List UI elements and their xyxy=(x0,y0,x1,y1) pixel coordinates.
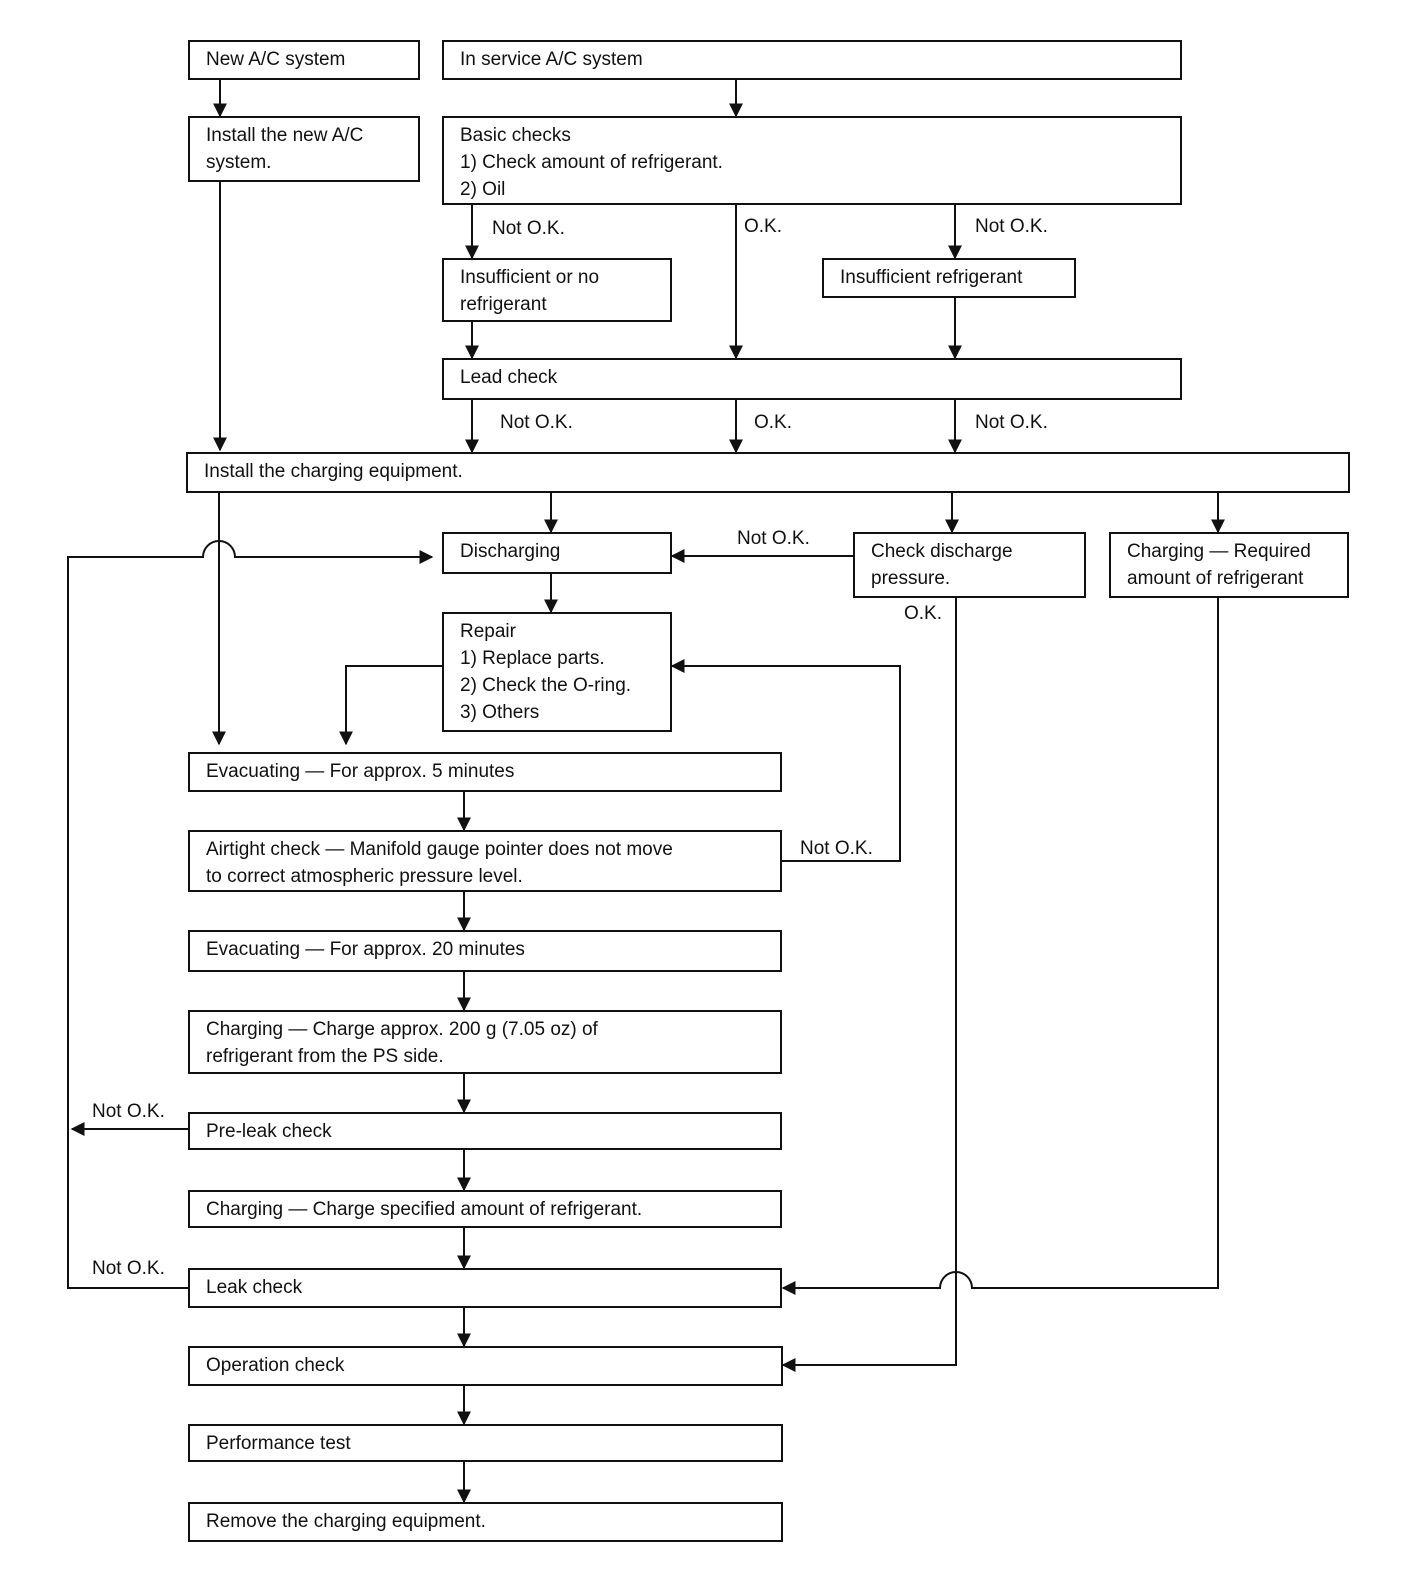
step-text-line: Charging — Required xyxy=(1127,541,1311,562)
step-insufficient-or-no-refrigerant: Insufficient or no refrigerant xyxy=(442,258,672,322)
step-text-line: In service A/C system xyxy=(460,49,643,70)
line-leak-notok-return xyxy=(67,540,434,1289)
label-lead-left-not-ok: Not O.K. xyxy=(500,412,573,433)
label-preleak-not-ok: Not O.K. xyxy=(92,1101,165,1122)
step-text-line: 2) Oil xyxy=(460,179,506,200)
step-text-line: amount of refrigerant xyxy=(1127,568,1304,589)
step-text-line: Charging — Charge specified amount of re… xyxy=(206,1199,643,1220)
step-remove-charging-equipment: Remove the charging equipment. xyxy=(188,1502,783,1542)
label-discharge-ok: O.K. xyxy=(904,603,943,624)
arrow-check-discharge-ok-to-operation xyxy=(781,598,957,1372)
step-text-line: Discharging xyxy=(460,541,561,562)
step-install-new-ac: Install the new A/C system. xyxy=(188,116,420,182)
step-text-line: system. xyxy=(206,152,272,173)
step-text-line: Operation check xyxy=(206,1355,345,1376)
label-lead-mid-ok: O.K. xyxy=(754,412,793,433)
step-evacuating-5-min: Evacuating — For approx. 5 minutes xyxy=(188,752,782,792)
step-charging-specified-amount: Charging — Charge specified amount of re… xyxy=(188,1190,782,1228)
label-basic-left-not-ok: Not O.K. xyxy=(492,218,565,239)
step-text-line: Repair xyxy=(460,621,516,642)
step-text-line: 1) Replace parts. xyxy=(460,648,605,669)
step-text-line: Lead check xyxy=(460,367,558,388)
step-airtight-check: Airtight check — Manifold gauge pointer … xyxy=(188,830,782,892)
label-basic-right-not-ok: Not O.K. xyxy=(975,216,1048,237)
step-check-discharge-pressure: Check discharge pressure. xyxy=(853,532,1086,598)
step-pre-leak-check: Pre-leak check xyxy=(188,1112,782,1150)
step-text-line: 3) Others xyxy=(460,702,540,723)
step-text-line: Install the charging equipment. xyxy=(204,461,463,482)
step-performance-test: Performance test xyxy=(188,1424,783,1462)
step-text-line: Insufficient or no xyxy=(460,267,600,288)
step-text-line: Install the new A/C xyxy=(206,125,364,146)
step-text-line: Airtight check — Manifold gauge pointer … xyxy=(206,839,673,860)
step-text-line: Check discharge xyxy=(871,541,1013,562)
step-evacuating-20-min: Evacuating — For approx. 20 minutes xyxy=(188,930,782,972)
step-charging-required-amount: Charging — Required amount of refrigerant xyxy=(1109,532,1349,598)
step-text-line: Basic checks xyxy=(460,125,571,146)
step-in-service-ac-system: In service A/C system xyxy=(442,40,1182,80)
arrow-airtight-notok-to-repair xyxy=(670,659,901,862)
step-text-line: Evacuating — For approx. 20 minutes xyxy=(206,939,525,960)
step-repair: Repair 1) Replace parts. 2) Check the O-ri… xyxy=(442,612,672,732)
step-text-line: refrigerant from the PS side. xyxy=(206,1046,444,1067)
step-leak-check: Leak check xyxy=(188,1268,782,1308)
step-charging-200g: Charging — Charge approx. 200 g (7.05 oz… xyxy=(188,1010,782,1074)
step-text-line: Remove the charging equipment. xyxy=(206,1511,486,1532)
label-airtight-not-ok: Not O.K. xyxy=(800,838,873,859)
step-text-line: Evacuating — For approx. 5 minutes xyxy=(206,761,515,782)
step-text-line: to correct atmospheric pressure level. xyxy=(206,866,523,887)
label-leak-not-ok: Not O.K. xyxy=(92,1258,165,1279)
arrow-charging-required-to-leak xyxy=(781,598,1219,1295)
step-text-line: refrigerant xyxy=(460,294,547,315)
step-text-line: 2) Check the O-ring. xyxy=(460,675,632,696)
step-discharging: Discharging xyxy=(442,532,672,574)
arrow-repair-to-evacuate xyxy=(339,665,442,746)
step-lead-check: Lead check xyxy=(442,358,1182,400)
step-text-line: Performance test xyxy=(206,1433,351,1454)
step-text-line: pressure. xyxy=(871,568,951,589)
step-text-line: Insufficient refrigerant xyxy=(840,267,1023,288)
step-new-ac-system: New A/C system xyxy=(188,40,420,80)
step-install-charging-equipment: Install the charging equipment. xyxy=(186,452,1350,493)
step-text-line: 1) Check amount of refrigerant. xyxy=(460,152,723,173)
step-basic-checks: Basic checks 1) Check amount of refrigera… xyxy=(442,116,1182,205)
step-insufficient-refrigerant: Insufficient refrigerant xyxy=(822,258,1076,298)
step-text-line: Pre-leak check xyxy=(206,1121,332,1142)
step-text-line: Leak check xyxy=(206,1277,303,1298)
label-basic-mid-ok: O.K. xyxy=(744,216,783,237)
step-text-line: New A/C system xyxy=(206,49,346,70)
label-discharge-not-ok: Not O.K. xyxy=(737,528,810,549)
label-lead-right-not-ok: Not O.K. xyxy=(975,412,1048,433)
step-operation-check: Operation check xyxy=(188,1346,783,1386)
step-text-line: Charging — Charge approx. 200 g (7.05 oz… xyxy=(206,1019,598,1040)
